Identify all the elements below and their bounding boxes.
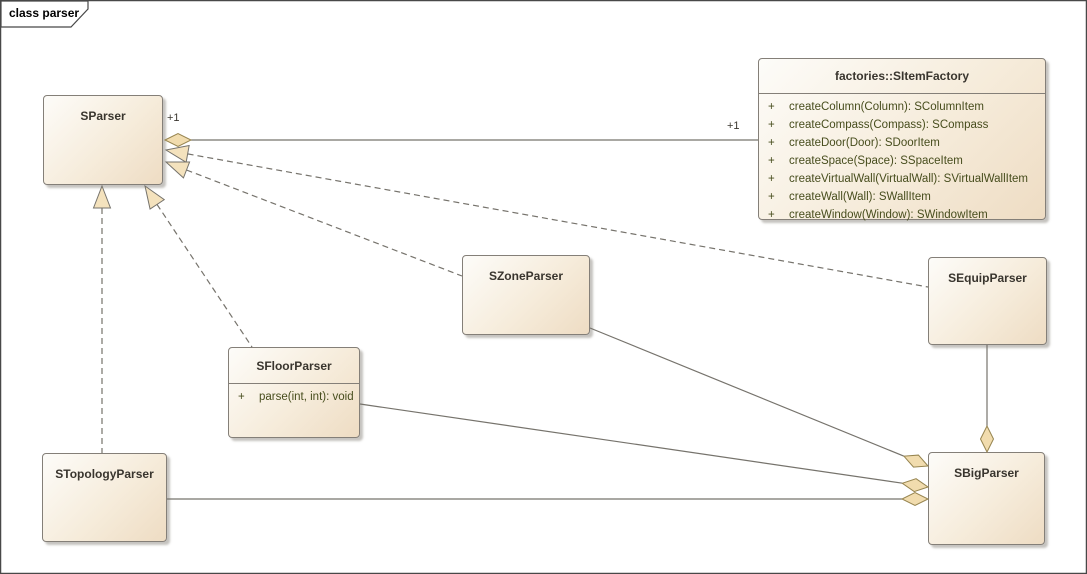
realization-sequipparser-sparser[interactable] (164, 142, 929, 288)
visibility-marker: + (768, 137, 775, 149)
frame-tab (0, 0, 89, 28)
realization-stopologyparser-sparser[interactable] (92, 184, 112, 453)
class-title-sitemfactory: factories::SItemFactory (759, 59, 1045, 94)
class-title-sparser: SParser (80, 109, 126, 123)
class-box-sfloorparser[interactable]: SFloorParser + parse(int, int): void (228, 347, 360, 438)
class-box-stopologyparser[interactable]: STopologyParser (42, 453, 167, 542)
visibility-marker: + (768, 191, 775, 203)
aggregation-sbigparser-sequipparser[interactable] (979, 345, 995, 454)
visibility-marker: + (238, 391, 245, 403)
visibility-marker: + (768, 101, 775, 113)
class-title-sequipparser: SEquipParser (948, 271, 1027, 285)
method-signature: parse(int, int): void (259, 391, 354, 403)
class-box-szoneparser[interactable]: SZoneParser (462, 255, 590, 335)
method-createspace[interactable]: + createSpace(Space): SSpaceItem (759, 152, 1045, 170)
method-createvirtualwall[interactable]: + createVirtualWall(VirtualWall): SVirtu… (759, 170, 1045, 188)
visibility-marker: + (768, 119, 775, 131)
method-signature: createDoor(Door): SDoorItem (789, 137, 940, 149)
method-signature: createVirtualWall(VirtualWall): SVirtual… (789, 173, 1029, 185)
method-compartment-sfloorparser: + parse(int, int): void (229, 384, 359, 406)
method-signature: createColumn(Column): SColumnItem (789, 101, 984, 113)
method-compartment-sitemfactory: + createColumn(Column): SColumnItem + cr… (759, 94, 1045, 224)
class-box-sequipparser[interactable]: SEquipParser (928, 257, 1047, 345)
visibility-marker: + (768, 155, 775, 167)
class-box-sitemfactory[interactable]: factories::SItemFactory + createColumn(C… (758, 58, 1046, 221)
class-title-stopologyparser: STopologyParser (55, 467, 154, 481)
method-signature: createSpace(Space): SSpaceItem (789, 155, 963, 167)
method-createdoor[interactable]: + createDoor(Door): SDoorItem (759, 134, 1045, 152)
aggregation-sparser-sitemfactory[interactable] (163, 132, 758, 148)
class-title-szoneparser: SZoneParser (488, 269, 564, 283)
aggregation-sbigparser-sfloorparser[interactable] (359, 403, 930, 493)
method-createcolumn[interactable]: + createColumn(Column): SColumnItem (759, 98, 1045, 116)
method-signature: createCompass(Compass): SCompass (789, 119, 989, 131)
multiplicity-label-sparser-end: +1 (167, 112, 180, 124)
method-createcompass[interactable]: + createCompass(Compass): SCompass (759, 116, 1045, 134)
realization-szoneparser-sparser[interactable] (163, 154, 463, 277)
method-signature: createWall(Wall): SWallItem (789, 191, 931, 203)
method-createwindow[interactable]: + createWindow(Window): SWindowItem (759, 206, 1045, 224)
method-signature: createWindow(Window): SWindowItem (789, 209, 988, 221)
class-box-sbigparser[interactable]: SBigParser (928, 452, 1045, 545)
aggregation-sbigparser-stopologyparser[interactable] (167, 491, 930, 507)
multiplicity-label-factory-end: +1 (727, 120, 740, 132)
frame-label: class parser (9, 6, 80, 20)
class-title-sfloorparser: SFloorParser (229, 348, 359, 384)
aggregation-sbigparser-szoneparser[interactable] (589, 327, 930, 472)
class-box-sparser[interactable]: SParser (43, 95, 163, 185)
visibility-marker: + (768, 173, 775, 185)
visibility-marker: + (768, 209, 775, 221)
method-parse[interactable]: + parse(int, int): void (229, 388, 359, 406)
class-title-sbigparser: SBigParser (954, 466, 1019, 480)
realization-sfloorparser-sparser[interactable] (138, 181, 253, 348)
method-createwall[interactable]: + createWall(Wall): SWallItem (759, 188, 1045, 206)
